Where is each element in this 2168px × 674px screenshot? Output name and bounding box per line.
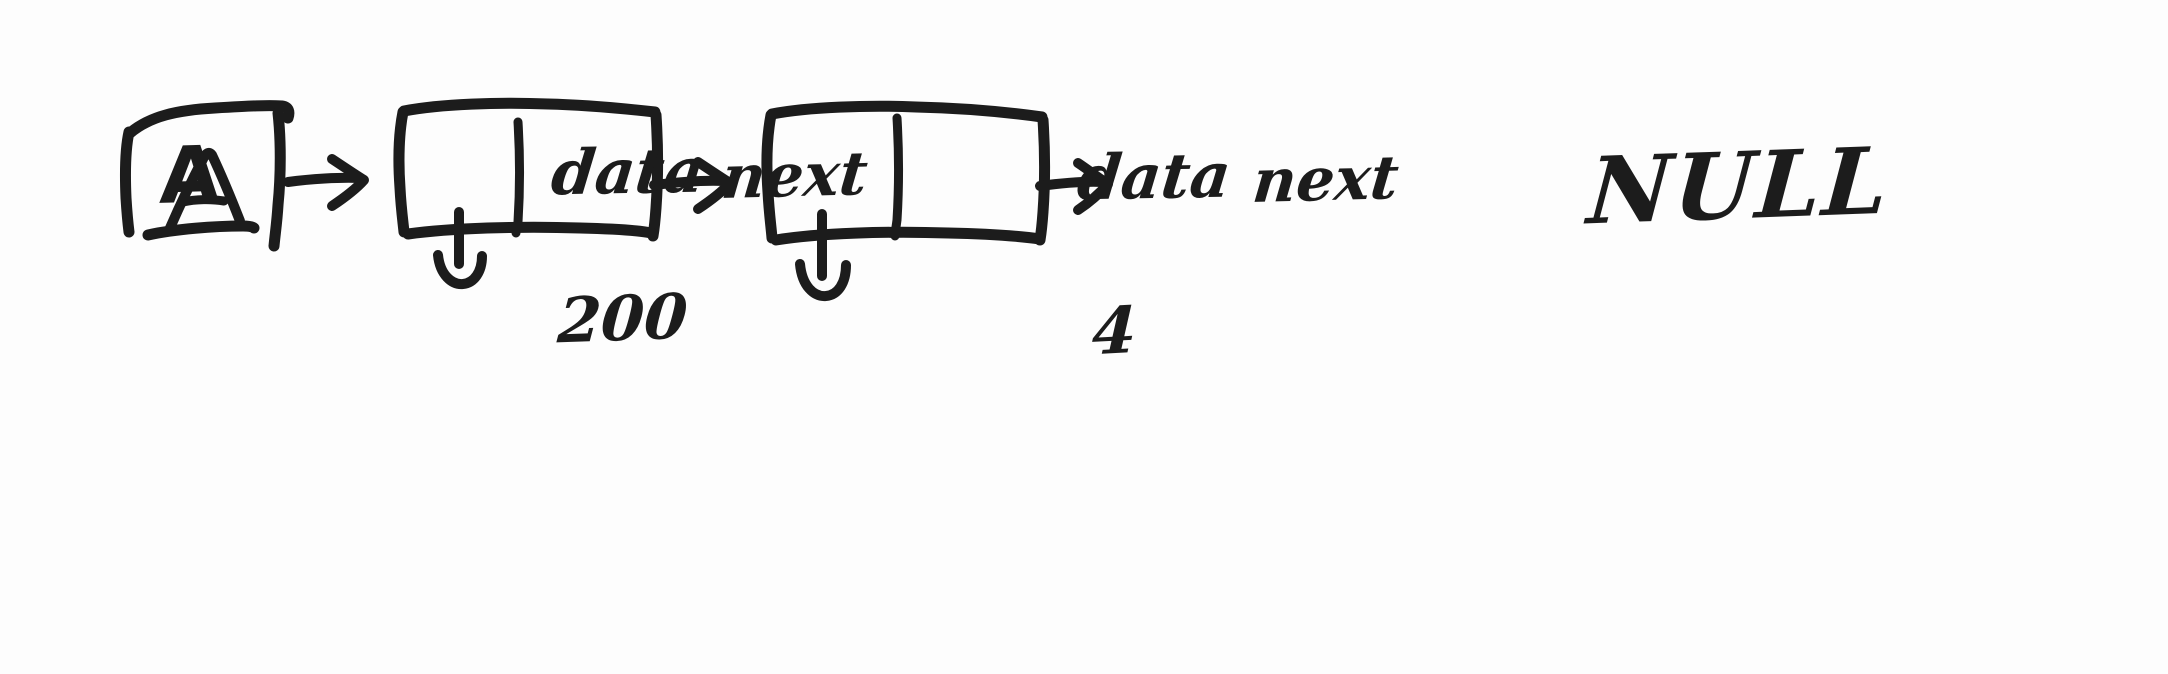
arrow-head-to-node-0 <box>283 154 369 211</box>
head-pointer-label: A <box>158 130 224 222</box>
head-pointer-letter-A <box>165 147 245 233</box>
node-0-annotation-value: 200 <box>555 279 690 358</box>
node-1-annotation-value: 4 <box>1090 292 1138 371</box>
node-0-data-label: data <box>548 133 709 210</box>
node-0-box <box>393 97 663 242</box>
node-1-annotation-hook-icon <box>795 209 851 301</box>
arrow-node-0-to-node-1 <box>649 157 735 214</box>
arrow-node-1-to-null <box>1035 158 1113 215</box>
null-terminator-label: NULL <box>1584 126 1894 246</box>
node-0-next-label: next <box>718 138 871 214</box>
node-1-box <box>761 100 1050 246</box>
node-0-annotation-hook-icon <box>433 207 487 290</box>
node-1-data-label: data <box>1074 138 1235 215</box>
node-1-next-label: next <box>1249 142 1402 218</box>
